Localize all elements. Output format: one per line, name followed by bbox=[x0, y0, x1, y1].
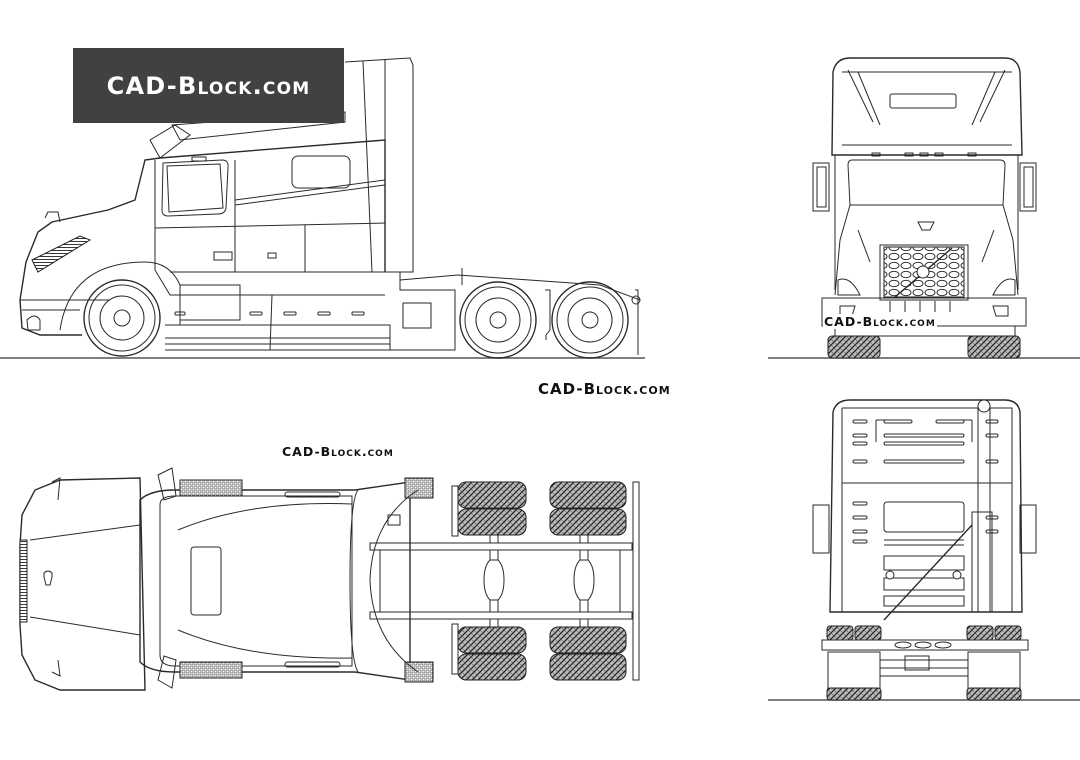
watermark-top-view: CAD-Block.com bbox=[282, 444, 394, 459]
side-view bbox=[0, 57, 645, 359]
front-right-tire bbox=[967, 335, 1021, 359]
tire-tr2 bbox=[549, 508, 627, 536]
door-window bbox=[161, 159, 229, 217]
rear-window bbox=[883, 501, 965, 533]
left-mirror bbox=[812, 162, 830, 212]
watermark-center: CAD-Block.com bbox=[538, 380, 671, 398]
tire-bl2 bbox=[457, 653, 527, 681]
right-mudflap bbox=[967, 651, 1021, 693]
roof-fairing bbox=[344, 57, 414, 273]
tire-bl1 bbox=[457, 626, 527, 654]
rear-view bbox=[768, 399, 1080, 701]
front-left-tire bbox=[827, 335, 881, 359]
logo-badge bbox=[916, 265, 930, 279]
roof-vent bbox=[889, 93, 957, 109]
drive-wheel-2 bbox=[551, 281, 629, 359]
hood-top bbox=[19, 477, 146, 691]
exhaust-stack bbox=[977, 407, 991, 613]
frame-rail-top bbox=[369, 542, 633, 551]
tire-br1 bbox=[549, 626, 627, 654]
front-view bbox=[768, 57, 1080, 359]
drive-wheel-1 bbox=[459, 281, 537, 359]
tire-tl2 bbox=[457, 508, 527, 536]
tire-br2 bbox=[549, 653, 627, 681]
left-mudflap bbox=[827, 651, 881, 693]
rear-cab-back bbox=[829, 399, 1023, 613]
rear-slats bbox=[842, 419, 1012, 544]
windshield bbox=[847, 159, 1006, 206]
sleeper-window bbox=[291, 155, 351, 189]
right-mirror bbox=[1019, 162, 1037, 212]
roof-hatch bbox=[190, 546, 222, 616]
brand-banner-text: CAD-Block.com bbox=[106, 71, 311, 100]
rear-bar bbox=[632, 481, 640, 681]
tire-tl1 bbox=[457, 481, 527, 509]
tire-tr1 bbox=[549, 481, 627, 509]
cab-roof bbox=[139, 481, 411, 681]
frame-rail-bottom bbox=[369, 611, 633, 620]
brand-banner: CAD-Block.com bbox=[73, 48, 344, 123]
watermark-front-view: CAD-Block.com bbox=[823, 314, 937, 329]
front-wheel bbox=[83, 279, 161, 357]
top-view bbox=[19, 467, 640, 691]
hood-vent bbox=[31, 235, 92, 273]
front-roof-fairing bbox=[831, 57, 1023, 156]
